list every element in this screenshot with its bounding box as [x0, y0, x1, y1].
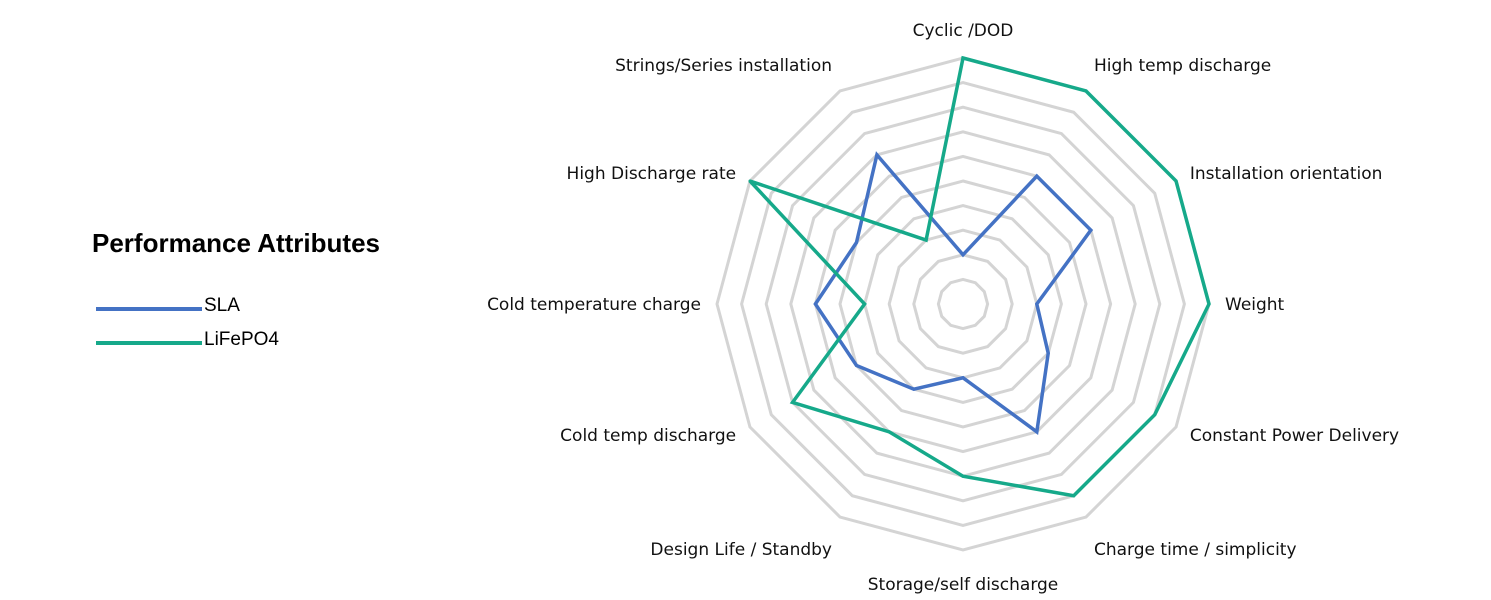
- grid-ring-8: [764, 105, 1162, 503]
- legend-title: Performance Attributes: [92, 228, 380, 258]
- series-sla-point-11: [875, 153, 879, 157]
- axis-label-2: Installation orientation: [1190, 164, 1383, 184]
- series-sla-point-6: [961, 376, 965, 380]
- grid-ring-7: [789, 130, 1137, 478]
- grid-ring-6: [813, 154, 1113, 454]
- series-lifepo4-point-6: [961, 474, 965, 478]
- grid-ring-4: [863, 204, 1063, 404]
- series-lifepo4-point-9: [863, 302, 867, 306]
- series-lifepo4-point-1: [1084, 89, 1088, 93]
- series-sla-point-2: [1089, 228, 1093, 232]
- series-sla-point-7: [912, 387, 916, 391]
- series-lifepo4-point-7: [887, 430, 891, 434]
- legend: Performance Attributes SLA LiFePO4: [92, 228, 452, 361]
- legend-item-lifepo4[interactable]: LiFePO4: [92, 327, 452, 361]
- axis-label-3: Weight: [1225, 295, 1285, 315]
- legend-line-lifepo4: [96, 341, 202, 345]
- grid-ring-1: [936, 277, 990, 331]
- grid-ring-2: [912, 253, 1014, 355]
- axis-label-8: Cold temp discharge: [560, 426, 736, 446]
- series-sla-point-9: [813, 302, 817, 306]
- legend-label-lifepo4: LiFePO4: [204, 329, 279, 350]
- series-lifepo4-point-2: [1174, 179, 1178, 183]
- axis-label-1: High temp discharge: [1094, 56, 1271, 76]
- series-lifepo4-point-4: [1153, 413, 1157, 417]
- axis-label-10: High Discharge rate: [567, 164, 737, 184]
- axis-label-4: Constant Power Delivery: [1190, 426, 1399, 446]
- series-sla-point-8: [854, 364, 858, 367]
- series-sla-point-1: [1035, 174, 1039, 178]
- axis-label-9: Cold temperature charge: [487, 295, 701, 315]
- axis-label-11: Strings/Series installation: [615, 56, 832, 76]
- series-lifepo4-point-0: [961, 56, 965, 60]
- series-sla-point-10: [854, 241, 858, 244]
- series-lifepo4-point-3: [1207, 302, 1211, 306]
- series-lifepo4-point-8: [791, 400, 795, 404]
- axis-label-0: Cyclic /DOD: [913, 21, 1014, 41]
- series-sla-point-0: [961, 253, 965, 257]
- series-lifepo4-point-10: [748, 179, 752, 183]
- radar-series: [748, 55, 1211, 498]
- series-sla-point-5: [1035, 430, 1039, 434]
- axis-label-6: Storage/self discharge: [868, 575, 1059, 595]
- legend-line-sla: [96, 307, 202, 311]
- grid-ring-5: [838, 179, 1088, 429]
- series-sla-point-4: [1046, 351, 1050, 355]
- series-sla-point-3: [1035, 302, 1039, 306]
- axis-label-5: Charge time / simplicity: [1094, 540, 1297, 560]
- radar-axis-labels: Cyclic /DOD High temp dischargeInstallati…: [487, 21, 1399, 595]
- legend-item-sla[interactable]: SLA: [92, 293, 452, 327]
- axis-label-7: Design Life / Standby: [650, 540, 832, 560]
- grid-ring-9: [740, 81, 1186, 527]
- legend-label-sla: SLA: [204, 295, 240, 316]
- series-lifepo4-point-11: [924, 238, 928, 242]
- series-lifepo4-point-5: [1072, 494, 1076, 498]
